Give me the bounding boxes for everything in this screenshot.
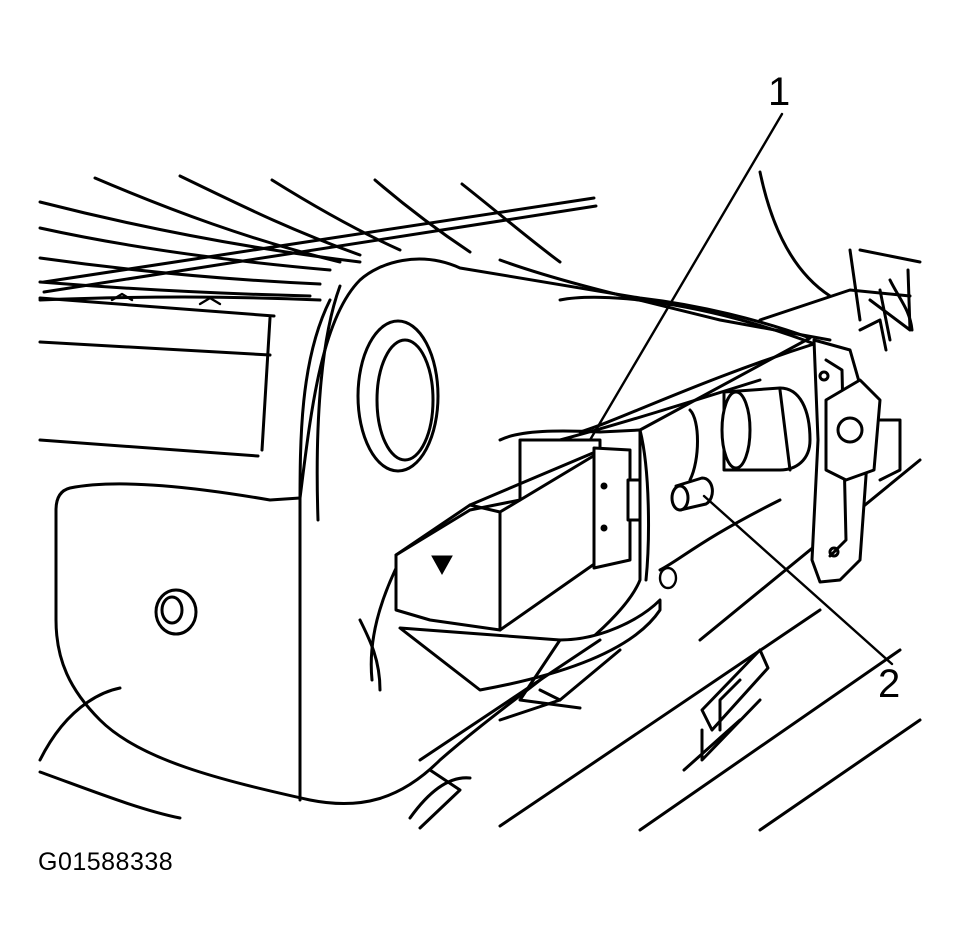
leader-line-1 [588, 112, 784, 442]
lower-bracket [398, 458, 922, 832]
seat-frame-rails [38, 292, 322, 458]
latch-assembly [688, 268, 912, 584]
fastener [670, 476, 714, 512]
leader-line-2 [702, 494, 894, 666]
leader-lines [588, 112, 894, 666]
callout-label-1: 1 [768, 70, 791, 114]
callout-label-2: 2 [878, 662, 901, 706]
sensor-module [358, 428, 650, 692]
seat-track [682, 648, 770, 772]
figure-id: G01588338 [38, 848, 174, 876]
seat-springs [38, 170, 832, 298]
